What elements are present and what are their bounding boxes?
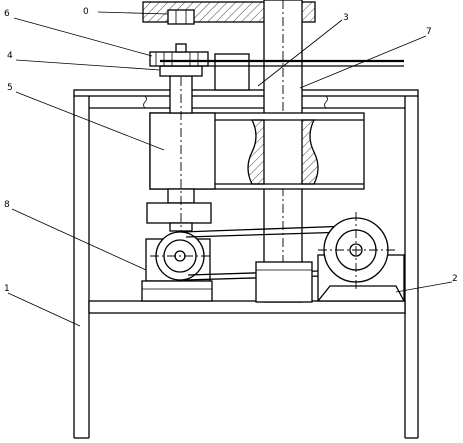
label-part-3: 3 bbox=[343, 13, 349, 23]
belt-top-outer bbox=[181, 225, 351, 233]
break-mark-left bbox=[143, 95, 147, 109]
gear-knob bbox=[175, 43, 187, 53]
driven-pulley-assembly bbox=[317, 212, 405, 302]
motor-base bbox=[141, 280, 213, 302]
leader-lines bbox=[7, 11, 453, 327]
workpiece-rod bbox=[160, 59, 404, 67]
label-part-5: 5 bbox=[7, 83, 13, 93]
tool-holder bbox=[159, 65, 203, 77]
spindle-sleeve bbox=[149, 112, 216, 190]
top-fixture-clamp bbox=[167, 9, 195, 25]
label-part-6: 6 bbox=[4, 9, 10, 19]
label-part-0: 0 bbox=[83, 7, 89, 17]
label-part-2: 2 bbox=[452, 274, 458, 284]
lower-crossbar bbox=[88, 300, 406, 314]
motor-assembly bbox=[141, 231, 213, 302]
gear-disc bbox=[149, 51, 209, 67]
label-part-1: 1 bbox=[4, 284, 10, 294]
center-plinth bbox=[255, 261, 313, 303]
base-plinths bbox=[255, 261, 313, 303]
label-part-7: 7 bbox=[426, 27, 432, 37]
part-labels: 0 6 4 5 8 1 3 7 2 bbox=[4, 7, 458, 294]
upper-box bbox=[214, 53, 250, 91]
left-spindle bbox=[146, 60, 216, 300]
frame bbox=[73, 89, 419, 439]
label-part-8: 8 bbox=[4, 200, 10, 210]
top-tool-assembly bbox=[149, 43, 250, 91]
break-mark-right bbox=[324, 95, 328, 109]
spindle-coupling bbox=[146, 202, 212, 224]
label-part-4: 4 bbox=[7, 51, 13, 61]
frame-top-plate bbox=[73, 89, 419, 97]
